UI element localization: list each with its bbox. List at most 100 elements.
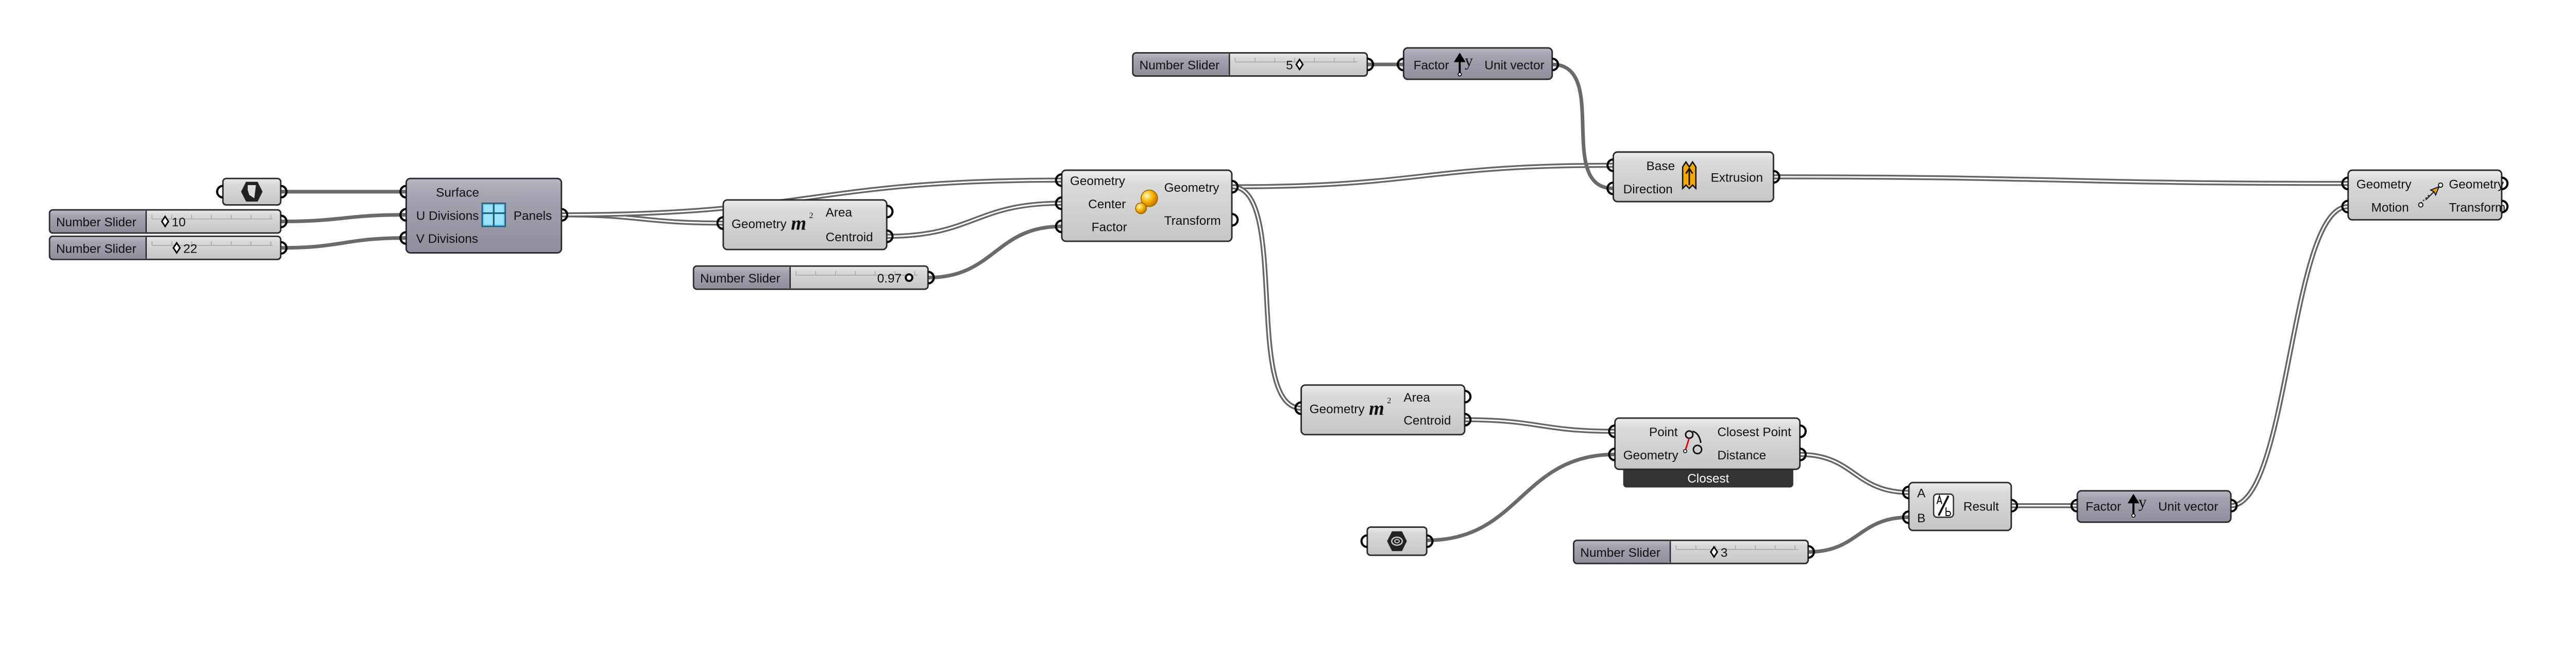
division-icon	[1933, 493, 1954, 518]
input-port[interactable]	[399, 185, 406, 199]
svg-text:2: 2	[1387, 396, 1391, 405]
division-component[interactable]: A B Result	[1902, 482, 2019, 532]
slider-handle-diamond-icon[interactable]	[172, 241, 181, 254]
output-result-label: Result	[1963, 500, 1999, 514]
output-closest-point-label: Closest Point	[1717, 425, 1791, 439]
input-port[interactable]	[1902, 485, 1909, 500]
output-port[interactable]	[886, 204, 894, 219]
output-port[interactable]	[280, 214, 288, 228]
output-port[interactable]	[886, 229, 894, 243]
output-geometry-label: Geometry	[1164, 181, 1220, 195]
input-port[interactable]	[1606, 158, 1614, 172]
output-port[interactable]	[2501, 200, 2509, 213]
output-port[interactable]	[1464, 389, 1472, 404]
slider-track[interactable]	[151, 214, 273, 220]
output-port[interactable]	[2501, 176, 2509, 191]
number-slider-u-divisions[interactable]: Number Slider 10	[48, 209, 288, 234]
input-port[interactable]	[399, 231, 406, 245]
input-factor-label: Factor	[1414, 59, 1449, 73]
wire-u-divisions[interactable]	[280, 213, 406, 224]
output-port[interactable]	[1231, 179, 1239, 194]
area-component-1[interactable]: Geometry m 2 Area Centroid	[716, 199, 894, 251]
output-port[interactable]	[1427, 534, 1434, 548]
input-port[interactable]	[1360, 534, 1368, 548]
slider-track[interactable]	[151, 241, 273, 246]
wire-factor[interactable]	[928, 224, 1062, 279]
wire-v-divisions[interactable]	[280, 236, 406, 250]
input-center-label: Center	[1088, 197, 1126, 211]
input-port[interactable]	[1294, 401, 1301, 415]
surface-param[interactable]	[216, 177, 288, 206]
scale-component[interactable]: Geometry Center Factor Geometry Transfor…	[1055, 169, 1239, 242]
unit-y-component-1[interactable]: Factor y Unit vector	[1397, 47, 1560, 80]
input-port[interactable]	[399, 208, 406, 222]
input-port[interactable]	[716, 216, 724, 230]
wire-panels-to-scale[interactable]	[561, 179, 1062, 216]
input-port[interactable]	[1902, 510, 1909, 524]
output-port[interactable]	[2230, 499, 2238, 513]
number-slider-extrusion-height[interactable]: Number Slider 5	[1132, 52, 1375, 77]
move-component[interactable]: Geometry Motion Geometry Transform	[2341, 169, 2509, 221]
input-port[interactable]	[1055, 196, 1062, 210]
slider-handle-diamond-icon[interactable]	[161, 215, 170, 228]
output-port[interactable]	[1800, 424, 1807, 438]
input-port[interactable]	[1055, 219, 1062, 234]
wire-centroid-to-point[interactable]	[1464, 419, 1615, 432]
slider-label: Number Slider	[700, 272, 781, 286]
unit-y-component-2[interactable]: Factor y Unit vector	[2070, 490, 2238, 523]
input-port[interactable]	[1606, 181, 1614, 195]
input-port[interactable]	[216, 185, 223, 199]
input-geometry-label: Geometry	[2357, 177, 2412, 191]
output-port[interactable]	[561, 208, 568, 222]
input-port[interactable]	[2070, 499, 2078, 513]
input-port[interactable]	[2341, 200, 2348, 213]
grasshopper-canvas[interactable]: Number Slider 10 Number Slider 22 Surfac…	[0, 0, 2576, 608]
wire-extrusion-to-move[interactable]	[1773, 176, 2348, 185]
wire-centroid-to-center[interactable]	[887, 202, 1062, 237]
slider-track[interactable]	[795, 271, 919, 276]
output-port[interactable]	[1552, 57, 1560, 72]
area-component-2[interactable]: Geometry m 2 Area Centroid	[1294, 384, 1472, 436]
output-port[interactable]	[1231, 212, 1239, 227]
output-port[interactable]	[1800, 448, 1807, 461]
slider-track[interactable]	[1234, 58, 1358, 62]
area-icon: m 2	[1369, 396, 1391, 419]
extrude-component[interactable]: Base Direction Extrusion	[1606, 151, 1781, 203]
input-u-divisions-label: U Divisions	[416, 209, 479, 223]
input-port[interactable]	[2341, 176, 2348, 191]
output-port[interactable]	[280, 241, 288, 255]
input-port[interactable]	[1608, 424, 1615, 438]
slider-handle-circle-icon[interactable]	[905, 273, 913, 282]
group-label: Closest	[1687, 472, 1729, 486]
wire-geometry-to-closest[interactable]	[1427, 452, 1615, 542]
input-base-label: Base	[1647, 159, 1675, 173]
output-port[interactable]	[1464, 412, 1472, 427]
wire-distance-to-a[interactable]	[1800, 453, 1909, 493]
output-port[interactable]	[280, 185, 288, 199]
number-slider-v-divisions[interactable]: Number Slider 22	[48, 235, 288, 260]
output-port[interactable]	[2011, 499, 2019, 513]
output-port[interactable]	[928, 271, 935, 285]
wire-slider-to-b[interactable]	[1808, 515, 1909, 554]
number-slider-factor[interactable]: Number Slider 0.97	[692, 265, 935, 290]
output-port[interactable]	[1367, 57, 1375, 72]
closest-point-component[interactable]: Closest Point Geometry Closest Point Dis…	[1608, 417, 1807, 488]
wire-unit-y-to-motion[interactable]	[2231, 206, 2348, 507]
wire-unit-y-to-direction[interactable]	[1552, 62, 1614, 190]
panels-component[interactable]: Surface U Divisions V Divisions Panels	[399, 177, 568, 254]
output-port[interactable]	[1808, 545, 1815, 559]
input-port[interactable]	[1397, 57, 1404, 72]
wire-scale-to-area2[interactable]	[1232, 186, 1301, 409]
surface-param-icon	[241, 181, 263, 202]
output-transform-label: Transform	[1164, 214, 1221, 228]
output-port[interactable]	[1773, 170, 1781, 184]
input-port[interactable]	[1608, 448, 1615, 461]
input-port[interactable]	[1055, 173, 1062, 187]
number-slider-divisor[interactable]: Number Slider 3	[1573, 539, 1815, 565]
wire-scale-to-extrude[interactable]	[1232, 164, 1614, 188]
slider-handle-diamond-icon[interactable]	[1295, 58, 1304, 71]
slider-handle-diamond-icon[interactable]	[1709, 545, 1719, 558]
geometry-param[interactable]	[1360, 526, 1434, 556]
slider-track[interactable]	[1675, 545, 1799, 550]
extrude-icon	[1682, 160, 1697, 190]
